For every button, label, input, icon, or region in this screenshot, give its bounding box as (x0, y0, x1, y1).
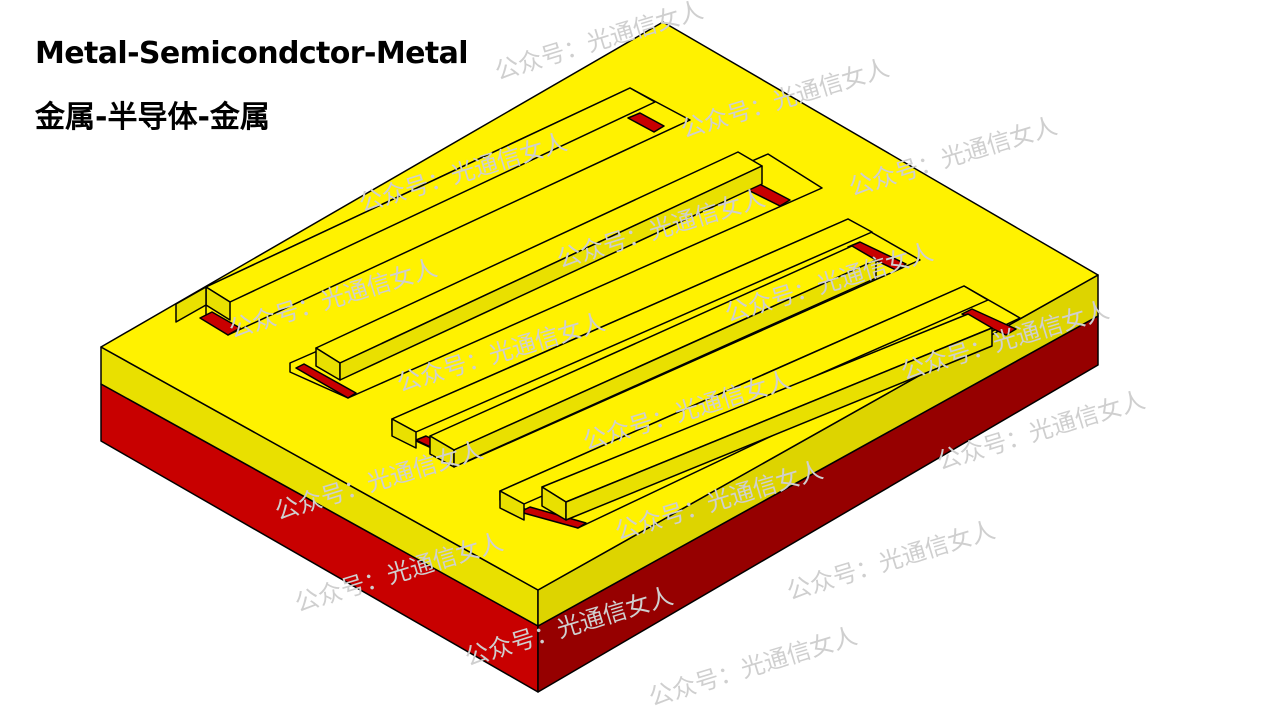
finger-4-right (453, 259, 877, 468)
finger-3-side (391, 418, 417, 449)
finger-6-right (565, 327, 993, 521)
metal-top-surface (100, 21, 1099, 591)
diagram-title: Metal-Semicondctor-Metal (35, 36, 468, 71)
watermark: 公众号：光通信女人 (646, 622, 861, 712)
exposed-semiconductor-3 (295, 363, 357, 399)
electrode-notch (175, 286, 207, 323)
exposed-semiconductor-2 (627, 112, 665, 133)
exposed-semiconductor-6 (847, 241, 907, 271)
exposed-semiconductor-7 (519, 506, 587, 529)
finger-5-side (499, 490, 525, 521)
exposed-semiconductor-1 (199, 311, 241, 336)
finger-2-right (339, 165, 763, 381)
diagram-subtitle: 金属-半导体-金属 (35, 100, 270, 135)
